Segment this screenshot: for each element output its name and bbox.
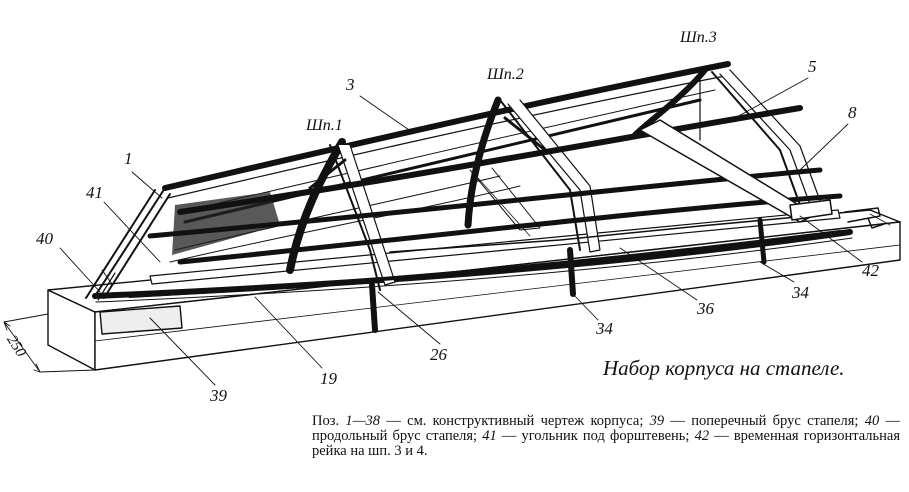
legend-num-41: 41 bbox=[482, 428, 497, 444]
callout-42: 42 bbox=[862, 261, 879, 280]
callout-34-middle: 34 bbox=[596, 319, 613, 338]
callout-5: 5 bbox=[808, 57, 817, 76]
dimension-250 bbox=[3, 313, 96, 373]
legend-desc-41: — угольник под форштевень; bbox=[496, 428, 695, 444]
callout-19: 19 bbox=[320, 369, 337, 388]
frame-label-2: Шп.2 bbox=[487, 66, 524, 83]
legend-range: 1—38 bbox=[345, 413, 381, 429]
callout-41: 41 bbox=[86, 183, 103, 202]
frame-label-1: Шп.1 bbox=[306, 117, 343, 134]
stringer-5 bbox=[177, 105, 803, 215]
stringers bbox=[128, 105, 843, 298]
legend-num-39: 39 bbox=[649, 413, 665, 429]
chine-26 bbox=[128, 230, 842, 298]
cross-beam-39 bbox=[99, 305, 183, 335]
leader-lines bbox=[59, 77, 863, 386]
stringer-8 bbox=[177, 193, 843, 265]
legend-desc-42: — временная горизонтальная рейка на шп. … bbox=[312, 428, 900, 459]
legend-desc-39: — поперечный брус стапеля; bbox=[664, 413, 865, 429]
callout-8: 8 bbox=[848, 103, 857, 122]
callout-34-right: 34 bbox=[792, 283, 809, 302]
callout-36: 36 bbox=[697, 299, 714, 318]
callout-26: 26 bbox=[430, 345, 447, 364]
figure-caption: Набор корпуса на стапеле. bbox=[603, 356, 845, 380]
legend-prefix: Поз. bbox=[312, 413, 346, 429]
callout-3: 3 bbox=[346, 75, 355, 94]
callout-39: 39 bbox=[210, 386, 227, 405]
frame-label-3: Шп.3 bbox=[680, 29, 717, 46]
legend-desc-40: —продольный брус стапеля; bbox=[312, 413, 901, 444]
temporary-batten-42 bbox=[639, 119, 885, 229]
legend-num-40: 40 bbox=[864, 413, 880, 429]
callout-40: 40 bbox=[36, 229, 53, 248]
legend-num-42: 42 bbox=[694, 428, 710, 444]
figure-legend: Поз. 1—38 — см. конструктивный чертеж ко… bbox=[312, 414, 900, 459]
legend-range-desc: — см. конструктивный чертеж корпуса; bbox=[380, 413, 650, 429]
callout-1: 1 bbox=[124, 149, 133, 168]
